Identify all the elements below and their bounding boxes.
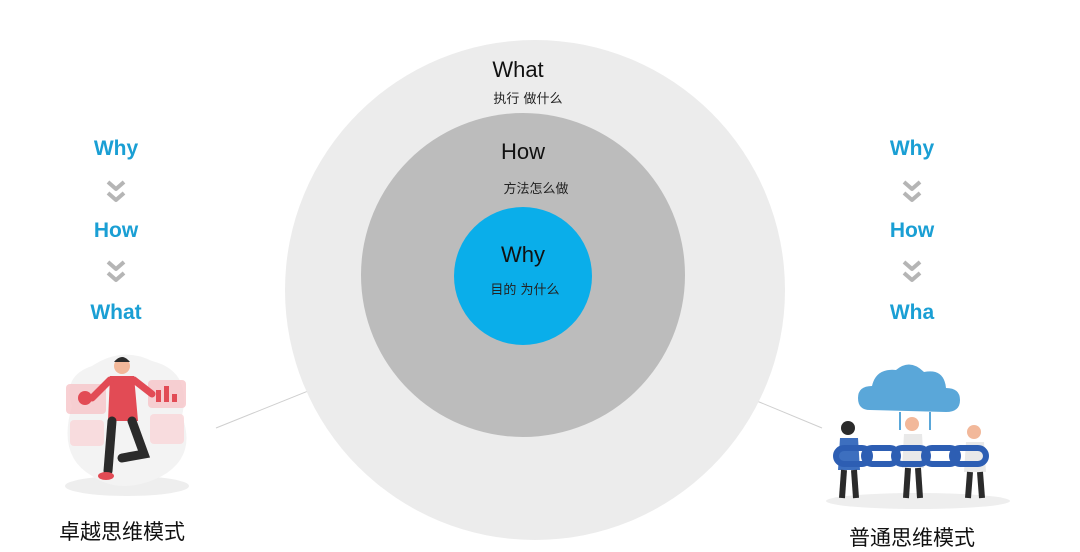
right-caption: 普通思维模式 [849,526,975,550]
left-caption: 卓越思维模式 [59,520,185,544]
left-chevron-down-icon [56,178,176,211]
outer-circle-subtitle: 执行 做什么 [493,92,563,107]
right-step-why: Why [889,137,935,160]
outer-circle-title: What [492,57,544,82]
person-with-charts-illustration [52,346,202,506]
left-step-how: How [93,219,139,242]
left-chevron-down-icon [56,258,176,291]
people-holding-chain-under-cloud-illustration [818,358,1018,515]
middle-circle-subtitle: 方法怎么做 [503,182,569,197]
right-chevron-down-icon [852,178,972,211]
right-chevron-down-icon [852,258,972,291]
inner-circle-title: Why [501,242,545,267]
left-step-what: What [90,301,142,324]
middle-circle-title: How [500,139,545,164]
inner-circle-subtitle: 目的 为什么 [490,283,560,298]
why-inner-circle [454,207,592,345]
right-step-what: Wha [889,301,935,324]
right-step-how: How [889,219,935,242]
left-step-why: Why [93,137,139,160]
